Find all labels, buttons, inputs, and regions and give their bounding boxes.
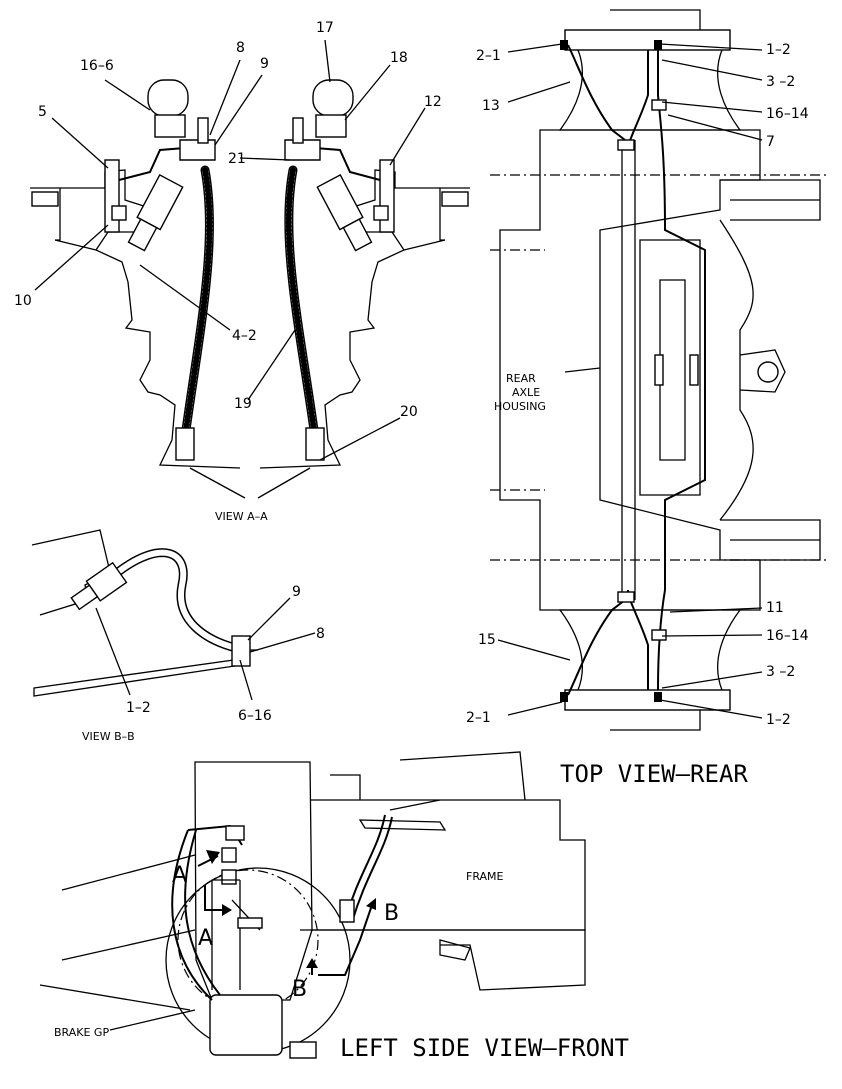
bb-hose <box>113 548 241 653</box>
right-bolt <box>373 205 389 221</box>
bot-callout-11: 11 <box>766 600 784 616</box>
section-a-lower: A <box>198 926 213 951</box>
left-bracket <box>104 159 120 233</box>
view-bb: 9 8 1–2 6–16 VIEW B–B <box>31 529 325 743</box>
side-view-title: LEFT SIDE VIEW–FRONT <box>340 1034 629 1062</box>
section-a-upper: A <box>172 863 187 888</box>
brake-gp-label: BRAKE GP <box>54 1026 109 1039</box>
bot-callout-15: 15 <box>478 632 496 648</box>
top-view-rear: 2–1 1–2 3 –2 13 16–14 7 11 16–14 15 3 –2… <box>466 9 830 788</box>
callout-16-6: 16–6 <box>80 58 114 74</box>
left-valve-cap <box>147 79 189 117</box>
top-callout-16-14: 16–14 <box>766 106 809 122</box>
top-view-title: TOP VIEW–REAR <box>560 760 748 788</box>
right-valve-body <box>315 114 347 138</box>
left-angled-nut <box>127 218 158 252</box>
callout-12: 12 <box>424 94 442 110</box>
top-fitting-right <box>654 40 662 50</box>
b-fitting <box>339 899 355 923</box>
pivot-pin <box>757 361 779 383</box>
bb-fitting-nut <box>70 584 99 611</box>
right-hose-end <box>305 427 325 461</box>
bb-callout-6-16: 6–16 <box>238 708 272 724</box>
bb-callout-8: 8 <box>316 626 325 642</box>
left-grease-fitting <box>31 191 59 207</box>
top-callout-7: 7 <box>766 134 775 150</box>
left-hose-end <box>175 427 195 461</box>
bot-callout-16-14: 16–14 <box>766 628 809 644</box>
bb-callout-1-2: 1–2 <box>126 700 151 716</box>
right-valve-cap <box>312 79 354 117</box>
callout-19: 19 <box>234 396 252 412</box>
side-fitting-3 <box>221 869 237 885</box>
center-block-left <box>654 354 664 386</box>
housing-label-rear: REAR <box>506 372 536 385</box>
view-bb-title: VIEW B–B <box>82 730 135 743</box>
callout-4-2: 4–2 <box>232 328 257 344</box>
bb-clamp <box>231 635 251 667</box>
brake-stub <box>289 1041 317 1059</box>
right-clip <box>292 117 304 144</box>
bottom-fitting-left <box>560 692 568 702</box>
bottom-tee <box>617 591 635 603</box>
bot-callout-1-2: 1–2 <box>766 712 791 728</box>
top-callout-13: 13 <box>482 98 500 114</box>
top-tee <box>617 139 635 151</box>
section-b-upper: B <box>384 901 399 926</box>
callout-10: 10 <box>14 293 32 309</box>
top-callout-2-1: 2–1 <box>476 48 501 64</box>
bottom-flange <box>564 689 731 711</box>
right-grease-fitting <box>441 191 469 207</box>
right-bracket <box>379 159 395 233</box>
left-side-view: A A B B FRAME BRAKE GP LEFT SIDE VIEW–FR… <box>39 751 629 1062</box>
bot-callout-3-2: 3 –2 <box>766 664 795 680</box>
left-bolt <box>111 205 127 221</box>
callout-21: 21 <box>228 151 246 167</box>
side-bracket <box>237 917 263 929</box>
right-tee-fitting <box>284 139 321 161</box>
callout-18: 18 <box>390 50 408 66</box>
side-fitting-2 <box>221 847 237 863</box>
top-callout-3-2: 3 –2 <box>766 74 795 90</box>
bot-callout-2-1: 2–1 <box>466 710 491 726</box>
bb-callout-9: 9 <box>292 584 301 600</box>
left-valve-body <box>154 114 186 138</box>
housing-label-housing: HOUSING <box>494 400 546 413</box>
bottom-tee-2 <box>651 629 667 641</box>
section-b-lower: B <box>292 977 307 1002</box>
callout-20: 20 <box>400 404 418 420</box>
callout-5: 5 <box>38 104 47 120</box>
frame-label: FRAME <box>466 870 504 883</box>
center-block-right <box>689 354 699 386</box>
left-clip <box>197 117 209 144</box>
right-angled-nut <box>342 218 373 252</box>
callout-17: 17 <box>316 20 334 36</box>
view-aa-title: VIEW A–A <box>215 510 268 523</box>
brake-group <box>209 994 283 1056</box>
callout-8: 8 <box>236 40 245 56</box>
housing-label-axle: AXLE <box>512 386 540 399</box>
top-fitting-left <box>560 40 568 50</box>
bottom-fitting-right <box>654 692 662 702</box>
view-aa: 16–6 8 9 17 18 5 12 21 10 4–2 19 20 VIEW… <box>14 20 470 523</box>
top-tee-2 <box>651 99 667 111</box>
callout-9: 9 <box>260 56 269 72</box>
side-fitting-1 <box>225 825 245 841</box>
top-callout-1-2: 1–2 <box>766 42 791 58</box>
